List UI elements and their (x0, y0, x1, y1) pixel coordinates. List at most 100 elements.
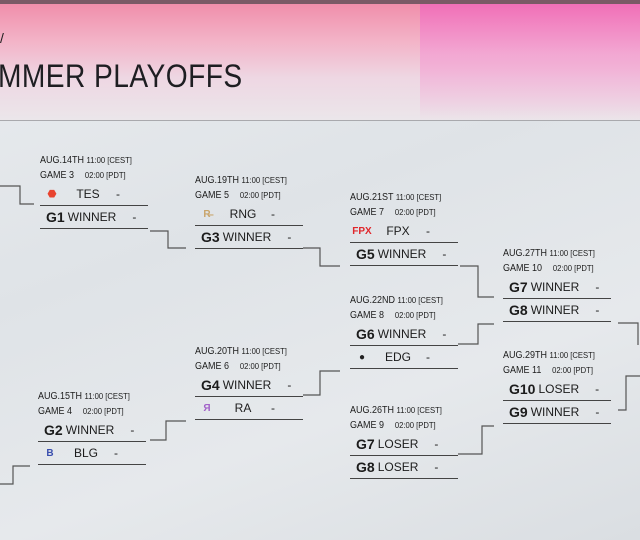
team-score: - (271, 401, 275, 415)
tes-logo-icon: ⬣ (47, 188, 57, 200)
source-game: G3 (201, 229, 220, 245)
match-time-cest: 11:00 [CEST] (84, 391, 130, 401)
match-date: AUG.20TH (195, 346, 240, 357)
connector (618, 322, 639, 345)
team-score: - (434, 460, 439, 474)
match-time-pdt: 02:00 [PDT] (394, 310, 436, 320)
rng-logo-icon: R̶ (203, 208, 211, 220)
source-game: G4 (201, 377, 220, 393)
connector (150, 420, 186, 441)
source-game: G7 (356, 436, 375, 452)
team-score: - (595, 382, 600, 396)
source-game: G8 (356, 459, 375, 475)
connector (460, 265, 494, 298)
team-name: BLG (73, 446, 98, 460)
match-slot[interactable]: Я RA - (195, 397, 303, 420)
source-result: LOSER (538, 382, 580, 396)
team-name: RA (234, 401, 252, 415)
source-game: G9 (509, 404, 528, 420)
match-date: AUG.14TH (40, 155, 85, 166)
match-time-pdt: 02:00 [PDT] (552, 263, 594, 273)
match-date-line: AUG.22ND 11:00 [CEST] (350, 293, 447, 308)
team-score: - (595, 405, 600, 419)
header-mark: / (0, 30, 4, 46)
source-game: G1 (46, 209, 65, 225)
match-slot[interactable]: R̶RNG- (195, 203, 303, 226)
team-score: - (426, 350, 430, 364)
page-title: MMER PLAYOFFS (0, 58, 243, 94)
source-game: G7 (509, 279, 528, 295)
source-result: LOSER (377, 437, 419, 451)
team-score: - (116, 187, 120, 201)
match-date-line: AUG.14TH 11:00 [CEST] (40, 153, 137, 168)
match-game-number: GAME 7 (350, 207, 385, 218)
match-date-line: AUG.29TH 11:00 [CEST] (503, 348, 600, 363)
match-date: AUG.21ST (350, 192, 394, 203)
source-result: WINNER (65, 423, 115, 437)
team-score: - (434, 437, 439, 451)
match-time-pdt: 02:00 [PDT] (239, 361, 281, 371)
match-time-cest: 11:00 [CEST] (549, 350, 595, 360)
source-result: WINNER (530, 303, 580, 317)
match-slot[interactable]: ⬣TES- (40, 183, 148, 206)
source-result: WINNER (377, 247, 427, 261)
match-time-pdt: 02:00 [PDT] (239, 190, 281, 200)
match-date-line: AUG.15TH 11:00 [CEST] (38, 389, 135, 404)
match-time-cest: 11:00 [CEST] (396, 405, 442, 415)
connector (150, 230, 186, 249)
source-game: G6 (356, 326, 375, 342)
connector (0, 185, 34, 205)
match-game-number: GAME 9 (350, 420, 385, 431)
match-date-line: AUG.26TH 11:00 [CEST] (350, 403, 447, 418)
source-game: G10 (509, 381, 536, 397)
match-game-number: GAME 11 (503, 365, 542, 376)
team-score: - (442, 327, 447, 341)
match-slot[interactable]: ●EDG- (350, 346, 458, 369)
match-date: AUG.29TH (503, 350, 548, 361)
source-result: LOSER (377, 460, 419, 474)
match-date-line: AUG.27TH 11:00 [CEST] (503, 246, 600, 261)
source-result: WINNER (222, 378, 272, 392)
team-score: - (132, 210, 137, 224)
team-score: - (595, 303, 600, 317)
connector (458, 323, 494, 345)
connector (303, 247, 340, 267)
source-result: WINNER (67, 210, 117, 224)
team-score: - (130, 423, 135, 437)
match-game-number: GAME 6 (195, 361, 230, 372)
blg-logo-icon: B (46, 447, 54, 459)
match-time-pdt: 02:00 [PDT] (84, 170, 126, 180)
match-date: AUG.19TH (195, 175, 240, 186)
ra-logo-icon: Я (203, 402, 211, 414)
